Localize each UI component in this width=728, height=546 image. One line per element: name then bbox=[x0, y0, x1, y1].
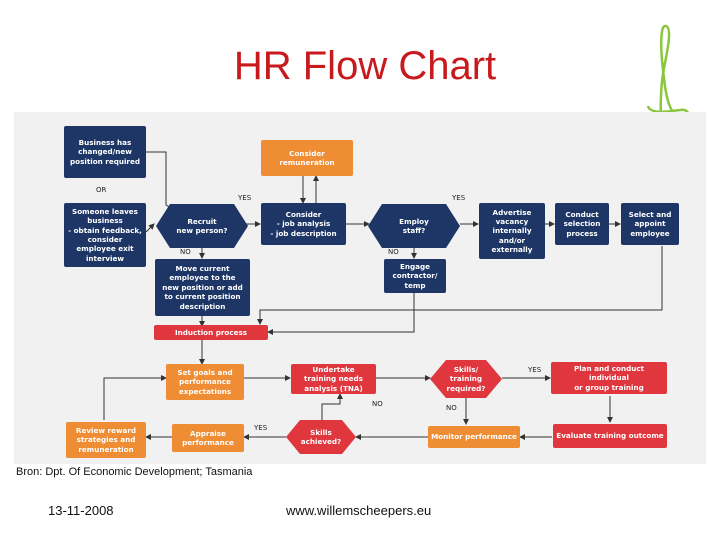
node-undertake-tna: Undertake training needs analysis (TNA) bbox=[291, 364, 376, 394]
label-yes-employ: YES bbox=[452, 194, 466, 202]
node-evaluate: Evaluate training outcome bbox=[553, 424, 667, 448]
node-consider-job: Consider - job analysis - job descriptio… bbox=[261, 203, 346, 245]
slide-title: HR Flow Chart bbox=[233, 44, 497, 88]
label-no-skills-left: NO bbox=[372, 400, 383, 408]
node-consider-remuneration: Consider remuneration bbox=[261, 140, 353, 176]
decision-employ: Employ staff? bbox=[368, 204, 460, 248]
node-conduct-selection: Conduct selection process bbox=[555, 203, 609, 245]
decision-skills-required-text: Skills/ training required? bbox=[446, 364, 486, 393]
node-move-current: Move current employee to the new positio… bbox=[155, 259, 250, 316]
label-yes-achieved: YES bbox=[254, 424, 268, 432]
label-yes-recruit: YES bbox=[238, 194, 252, 202]
label-yes-skills: YES bbox=[528, 366, 542, 374]
node-review-reward: Review reward strategies and remuneratio… bbox=[66, 422, 146, 458]
decision-recruit-text: Recruit new person? bbox=[176, 216, 228, 235]
label-no-employ: NO bbox=[388, 248, 399, 256]
node-advertise: Advertise vacancy internally and/or exte… bbox=[479, 203, 545, 259]
decision-recruit: Recruit new person? bbox=[156, 204, 248, 248]
label-no-recruit: NO bbox=[180, 248, 191, 256]
decision-skills-achieved: Skills achieved? bbox=[286, 420, 356, 454]
footer-date: 13-11-2008 bbox=[48, 503, 114, 518]
source-caption: Bron: Dpt. Of Economic Development; Tasm… bbox=[16, 466, 253, 478]
decision-skills-achieved-text: Skills achieved? bbox=[300, 427, 342, 446]
node-monitor: Monitor performance bbox=[428, 426, 520, 448]
node-select-appoint: Select and appoint employee bbox=[621, 203, 679, 245]
node-business-changed: Business has changed/new position requir… bbox=[64, 126, 146, 178]
node-engage-contractor: Engage contractor/ temp bbox=[384, 259, 446, 293]
node-someone-leaves: Someone leaves business - obtain feedbac… bbox=[64, 203, 146, 267]
node-set-goals: Set goals and performance expectations bbox=[166, 364, 244, 400]
decision-skills-required: Skills/ training required? bbox=[430, 360, 502, 398]
node-appraise: Appraise performance bbox=[172, 424, 244, 452]
decision-employ-text: Employ staff? bbox=[399, 216, 429, 235]
node-plan-training: Plan and conduct individual or group tra… bbox=[551, 362, 667, 394]
node-induction: Induction process bbox=[154, 325, 268, 340]
footer-url[interactable]: www.willemscheepers.eu bbox=[286, 503, 432, 518]
label-or: OR bbox=[96, 186, 107, 194]
label-no-skills-below: NO bbox=[446, 404, 457, 412]
